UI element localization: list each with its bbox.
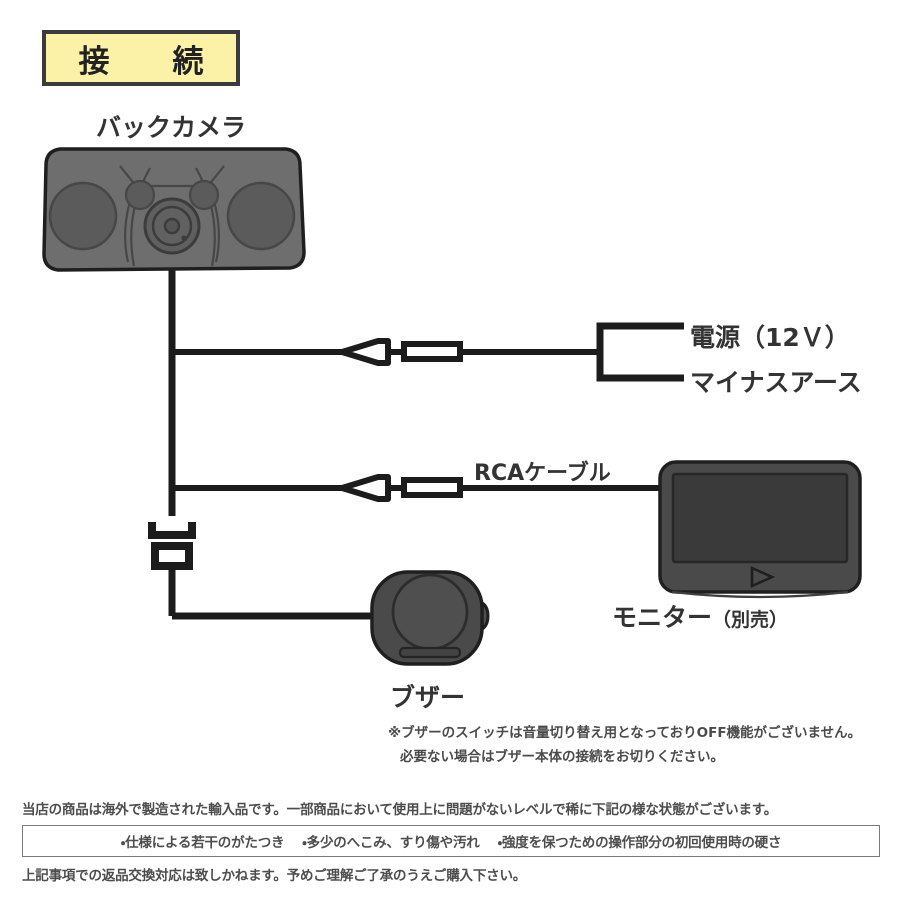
section-title-text: 接 続	[78, 43, 220, 80]
buzzer-note-line-2: 必要ない場合はブザー本体の接続をお切りください。	[400, 748, 724, 765]
footer-condition-item-1: ・仕様による若干のがたつき	[120, 835, 285, 851]
buzzer-note: ※ブザーのスイッチは音量切り替え用となっておりOFF機能がございません。 必要な…	[388, 722, 888, 769]
rca-cable-label: RCAケーブル	[474, 461, 611, 486]
footer-bottom-text: 上記事項での返品交換対応は致しかねます。予めご理解ご了承のうえご購入下さい。	[22, 868, 527, 884]
play-triangle-icon	[750, 565, 776, 589]
buzzer-label: ブザー	[390, 683, 466, 712]
buzzer-note-line-1: ※ブザーのスイッチは音量切り替え用となっておりOFF機能がございません。	[388, 725, 862, 741]
buzzer-device	[370, 570, 490, 666]
monitor-label-sub: （別売）	[712, 609, 789, 631]
wire-group	[168, 268, 684, 620]
monitor-label-main: モニター	[612, 603, 713, 632]
rca-cable-connector	[339, 474, 463, 502]
back-camera-device	[42, 147, 306, 272]
footer-condition-box: ・仕様による若干のがたつき ・多少のへこみ、すり傷や汚れ ・強度を保つための操作…	[22, 825, 880, 857]
monitor-label: モニター（別売）	[612, 598, 788, 634]
monitor-device	[658, 460, 862, 599]
footer-disclaimer: 当店の商品は海外で製造された輸入品です。一部商品において使用上に問題がないレベル…	[22, 798, 880, 884]
negative-ground-label: マイナスアース	[690, 368, 862, 397]
footer-condition-item-2: ・多少のへこみ、すり傷や汚れ	[302, 835, 480, 851]
power-ground-fork	[596, 322, 648, 382]
section-title-badge: 接 続	[42, 30, 240, 86]
footer-condition-item-3: ・強度を保つための操作部分の初回使用時の硬さ	[497, 835, 782, 851]
footer-top-text: 当店の商品は海外で製造された輸入品です。一部商品において使用上に問題がないレベル…	[22, 802, 777, 818]
buzzer-inline-connector	[148, 522, 196, 570]
back-camera-label: バックカメラ	[96, 113, 247, 142]
power-source-label: 電源（12Ｖ）	[690, 323, 850, 352]
power-cable-connector	[339, 338, 463, 366]
